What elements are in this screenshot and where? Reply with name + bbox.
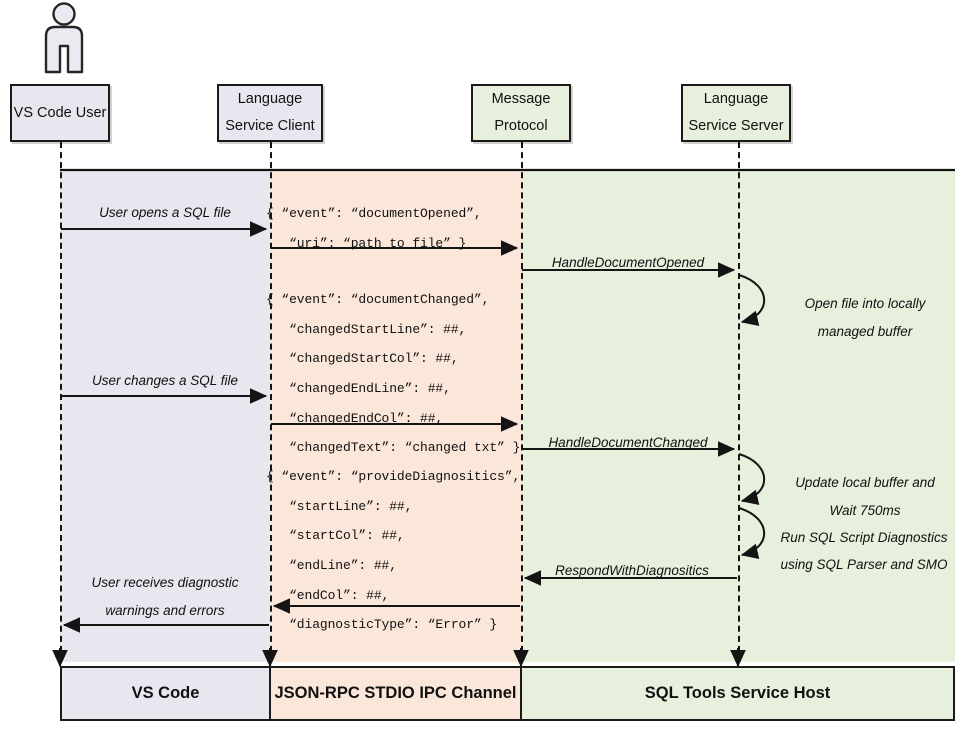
- json-line: “changedStartLine”: ##,: [266, 321, 467, 337]
- band-jsonrpc: [270, 170, 521, 662]
- message-label-respond-with-diagnostics: RespondWithDiagnositics: [555, 563, 709, 578]
- footer-label: SQL Tools Service Host: [644, 684, 831, 702]
- lifeline-label-line2: Service Client: [225, 118, 315, 134]
- json-line: “changedEndLine”: ##,: [266, 380, 451, 396]
- lifeline-vscode-user: [60, 142, 62, 662]
- lifeline-language-service-server: [738, 142, 740, 662]
- json-line: “diagnosticType”: “Error” }: [266, 617, 498, 633]
- json-payload-document-changed: { “event”: “documentChanged”, “changedSt…: [266, 285, 520, 463]
- self-loop-label-open-file-buffer-line2: managed buffer: [817, 324, 913, 339]
- lifeline-label-line1: Message: [491, 91, 551, 108]
- self-loop-label-run-diagnostics-line2: using SQL Parser and SMO: [780, 557, 948, 572]
- json-line: “endLine”: ##,: [266, 557, 397, 573]
- lifeline-label-line1: Language: [237, 91, 303, 108]
- footer-region-vs-code[interactable]: VS Code: [60, 666, 271, 721]
- lifeline-label: VS Code User: [13, 104, 107, 121]
- self-loop-label-update-buffer-line2: Wait 750ms: [829, 503, 901, 518]
- band-vs-code: [60, 170, 270, 662]
- message-label-handle-document-changed: HandleDocumentChanged: [548, 435, 708, 450]
- footer-label: VS Code: [131, 684, 200, 702]
- json-line: { “event”: “documentOpened”,: [266, 206, 482, 221]
- lifeline-header-language-service-server[interactable]: Language Service Server: [681, 84, 791, 142]
- json-line: “startLine”: ##,: [266, 498, 413, 514]
- message-label-handle-document-opened: HandleDocumentOpened: [551, 255, 705, 270]
- lifeline-header-message-protocol[interactable]: Message Protocol: [471, 84, 571, 142]
- self-loop-label-open-file-buffer-line1: Open file into locally: [804, 296, 926, 311]
- json-payload-document-opened: { “event”: “documentOpened”, “uri”: “pat…: [266, 199, 482, 258]
- json-line: “changedText”: “changed txt” }: [266, 440, 521, 456]
- self-loop-label-update-buffer-line1: Update local buffer and: [795, 475, 935, 490]
- message-label-user-opens-file: User opens a SQL file: [99, 205, 231, 220]
- lifeline-label-line2: Service Server: [688, 118, 784, 134]
- json-line: { “event”: “documentChanged”,: [266, 292, 490, 307]
- stick-figure-actor-icon: [34, 2, 94, 76]
- json-line: “uri”: “path_to_file” }: [266, 235, 467, 251]
- message-label-user-receives-diagnostics-line1: User receives diagnostic: [91, 575, 239, 590]
- lifeline-language-service-client: [270, 142, 272, 662]
- json-line: “changedEndCol”: ##,: [266, 410, 444, 426]
- json-line: { “event”: “provideDiagnositics”,: [266, 469, 521, 484]
- lifeline-message-protocol: [521, 142, 523, 662]
- lifeline-label-line2: Protocol: [494, 118, 548, 134]
- lifeline-header-language-service-client[interactable]: Language Service Client: [217, 84, 323, 142]
- footer-region-sql-tools-service-host[interactable]: SQL Tools Service Host: [520, 666, 955, 721]
- footer-label: JSON-RPC STDIO IPC Channel: [274, 684, 517, 702]
- self-loop-label-run-diagnostics-line1: Run SQL Script Diagnostics: [780, 530, 948, 545]
- lifeline-header-vscode-user[interactable]: VS Code User: [10, 84, 110, 142]
- json-line: “changedStartCol”: ##,: [266, 351, 459, 367]
- json-line: “endCol”: ##,: [266, 587, 390, 603]
- message-label-user-receives-diagnostics-line2: warnings and errors: [105, 603, 225, 618]
- json-payload-provide-diagnostics: { “event”: “provideDiagnositics”, “start…: [266, 462, 520, 640]
- json-line: “startCol”: ##,: [266, 528, 405, 544]
- lifeline-label-line1: Language: [703, 91, 769, 108]
- footer-region-jsonrpc-channel[interactable]: JSON-RPC STDIO IPC Channel: [269, 666, 522, 721]
- message-label-user-changes-file: User changes a SQL file: [91, 373, 239, 388]
